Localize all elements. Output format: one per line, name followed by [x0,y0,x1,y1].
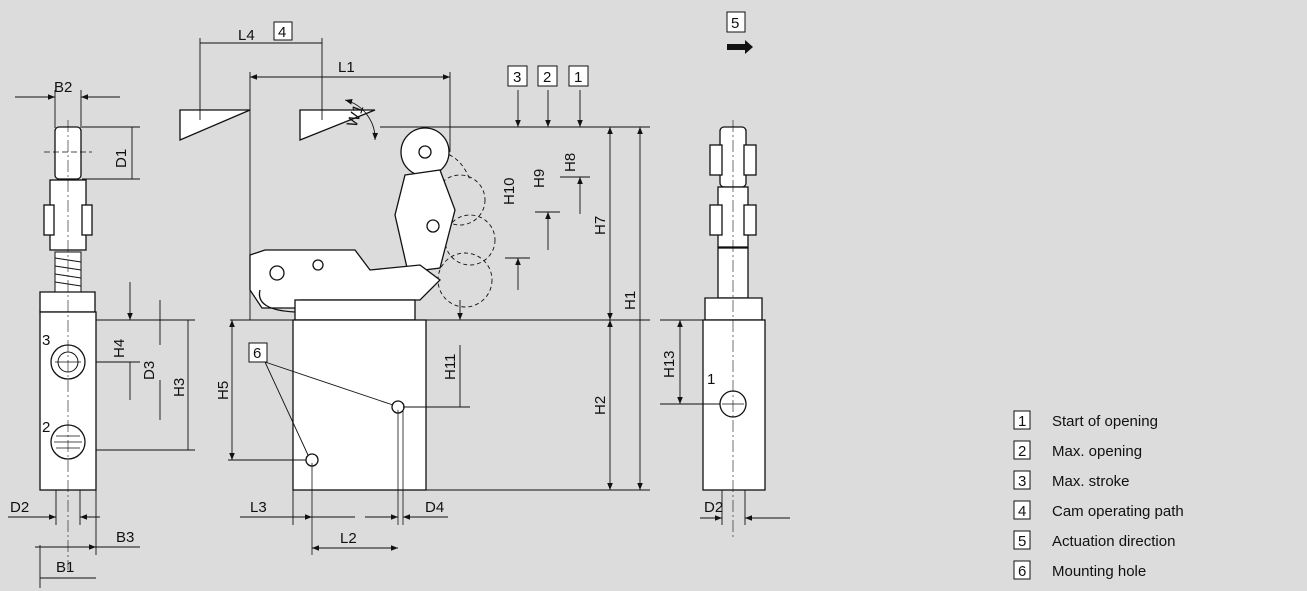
legend-item: 5 Actuation direction [1013,530,1175,550]
callout-4: 4 [278,24,286,41]
dim-h2: H2 [592,396,609,415]
legend-item: 1 Start of opening [1013,410,1158,430]
dim-h5: H5 [215,381,232,400]
legend-label: Max. stroke [1052,473,1130,490]
legend-item: 3 Max. stroke [1013,470,1130,490]
right-view-dimensions [660,319,790,525]
callout-5: 5 [731,15,739,32]
front-view [179,109,496,555]
legend-label: Max. opening [1052,443,1142,460]
callout-3: 3 [513,69,521,86]
legend-item: 4 Cam operating path [1013,500,1184,520]
svg-text:5: 5 [1018,533,1026,550]
legend-label: Actuation direction [1052,533,1175,550]
dim-d4: D4 [425,499,444,516]
port-1-label: 1 [707,371,715,388]
dim-d2-right: D2 [704,499,723,516]
dim-w1: W1 [344,102,368,129]
callout-labels: 4 3 2 1 5 6 [253,15,739,362]
callout-1: 1 [574,69,582,86]
port-2-label: 2 [42,419,50,436]
dim-l2: L2 [340,530,357,547]
port-3-label: 3 [42,332,50,349]
callout-6: 6 [253,345,261,362]
side-view-right [702,120,766,540]
dim-h7: H7 [592,216,609,235]
dim-d3: D3 [141,361,158,380]
dim-h13: H13 [661,350,678,378]
svg-text:2: 2 [1018,443,1026,460]
dim-h4: H4 [111,339,128,358]
dim-b3: B3 [116,529,134,546]
dim-h11: H11 [442,354,459,380]
front-view-dimensions [199,38,650,551]
dim-h3: H3 [171,378,188,397]
legend-item: 6 Mounting hole [1013,560,1146,580]
callout-boxes [248,11,746,363]
dim-h9: H9 [531,169,548,188]
dim-b1: B1 [56,559,74,576]
left-view-labels: B2 D1 H4 D3 H3 D2 B3 B1 3 2 [10,79,188,576]
legend-item: 2 Max. opening [1013,440,1142,460]
legend: 1 Start of opening 2 Max. opening 3 Max.… [1013,410,1184,580]
dim-l1: L1 [338,59,355,76]
actuation-direction-arrow-icon [727,40,753,54]
callout-2: 2 [543,69,551,86]
left-view-dimensions [8,90,195,588]
svg-text:4: 4 [1018,503,1026,520]
front-view-labels: L4 L1 W1 H8 H9 H10 H7 H1 H2 H11 H5 L3 D4… [215,27,639,547]
dim-d2: D2 [10,499,29,516]
dim-b2: B2 [54,79,72,96]
right-view-labels: H13 D2 1 [661,350,723,516]
dim-h8: H8 [562,153,579,172]
svg-text:6: 6 [1018,563,1026,580]
dim-h1: H1 [622,291,639,310]
dim-l4: L4 [238,27,255,44]
svg-text:1: 1 [1018,413,1026,430]
legend-label: Mounting hole [1052,563,1146,580]
dim-d1: D1 [113,149,130,168]
dim-l3: L3 [250,499,267,516]
side-view-left [39,120,97,570]
dim-h10: H10 [501,177,518,205]
legend-label: Cam operating path [1052,503,1184,520]
svg-text:3: 3 [1018,473,1026,490]
legend-label: Start of opening [1052,413,1158,430]
